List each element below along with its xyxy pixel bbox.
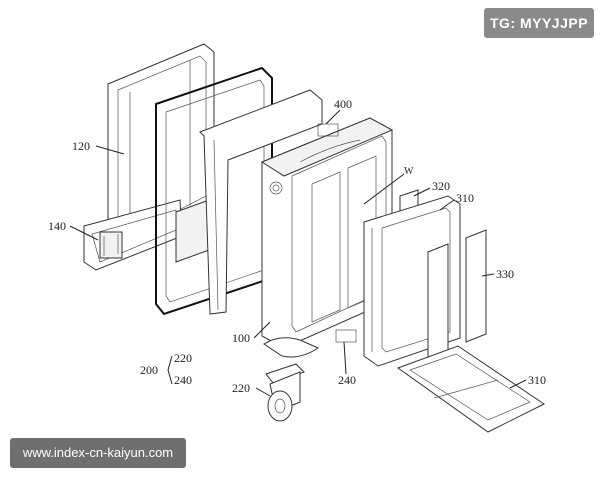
- label-400: 400: [334, 97, 352, 111]
- label-240-group: 240: [174, 373, 192, 387]
- part-140-bottom-tray: [83, 199, 183, 271]
- part-membrane-strip: [199, 89, 323, 315]
- label-220-group: 220: [174, 351, 192, 365]
- reference-labels: 120 140 400 W 320 310 330 100 200 220 24…: [48, 97, 546, 395]
- label-100: 100: [232, 331, 250, 345]
- label-310-top: 310: [456, 191, 474, 205]
- part-220-caster-wheel: [265, 363, 305, 422]
- label-310-bottom: 310: [528, 373, 546, 387]
- label-220-wheel: 220: [232, 381, 250, 395]
- watermark-top: TG: MYYJJPP: [484, 8, 594, 38]
- label-240: 240: [338, 373, 356, 387]
- part-310-folding-tray: [396, 345, 545, 433]
- label-140: 140: [48, 219, 66, 233]
- label-320: 320: [432, 179, 450, 193]
- label-120: 120: [72, 139, 90, 153]
- watermark-bottom: www.index-cn-kaiyun.com: [10, 438, 186, 468]
- label-w: W: [404, 166, 414, 177]
- label-330: 330: [496, 267, 514, 281]
- label-200: 200: [140, 363, 158, 377]
- leader-lines: [69, 109, 527, 397]
